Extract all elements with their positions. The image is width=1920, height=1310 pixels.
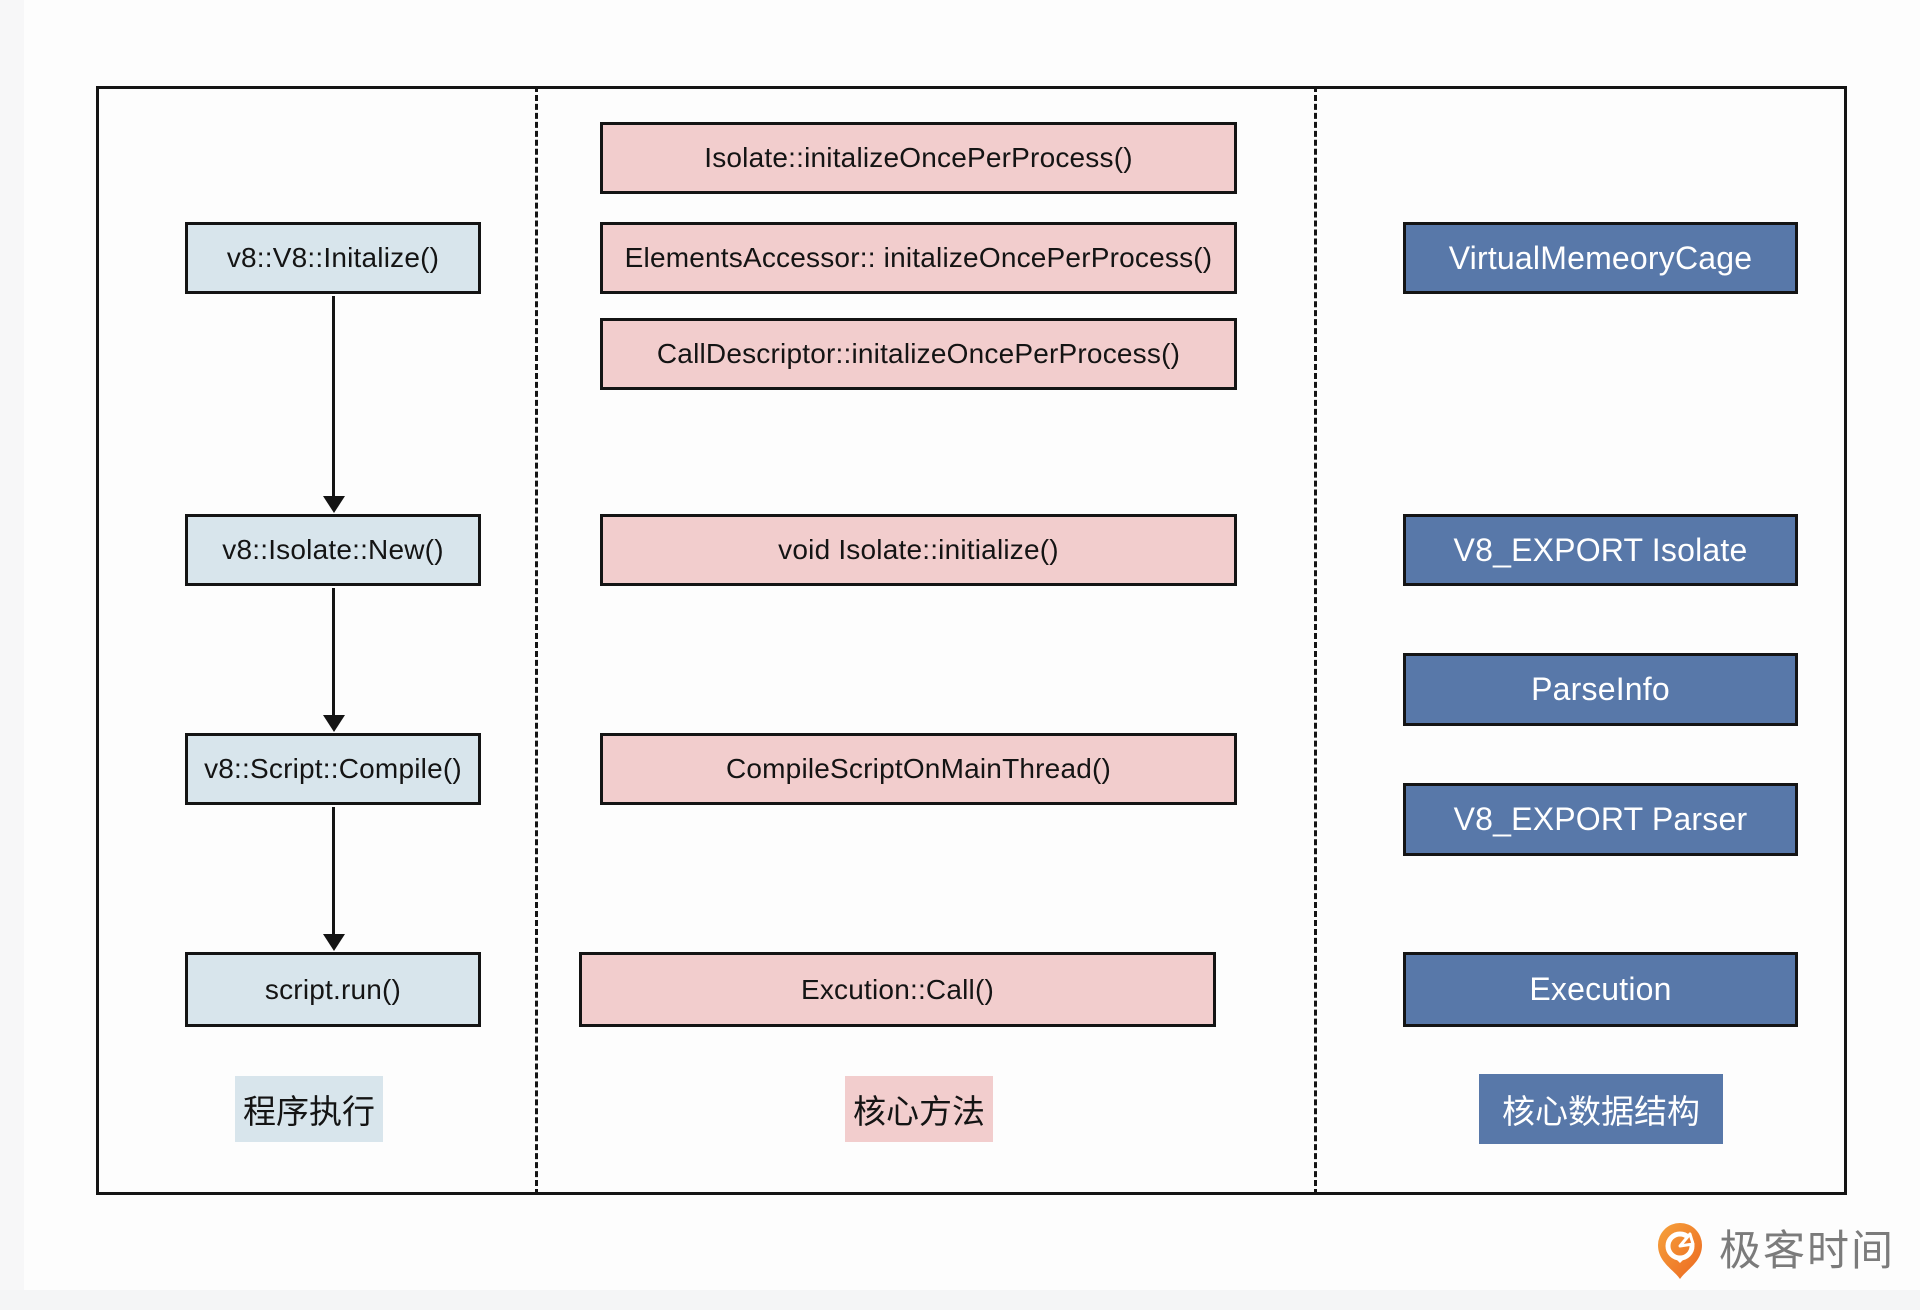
method-node-call-descriptor: CallDescriptor::initalizeOncePerProcess(… xyxy=(600,318,1237,390)
method-node-execution-call: Excution::Call() xyxy=(579,952,1216,1027)
column-label-program-execution: 程序执行 xyxy=(235,1076,383,1142)
data-node-virtual-memory-cage: VirtualMemeoryCage xyxy=(1403,222,1798,294)
flow-node-isolate-new: v8::Isolate::New() xyxy=(185,514,481,586)
flow-arrow-2 xyxy=(332,588,335,716)
flow-node-script-compile: v8::Script::Compile() xyxy=(185,733,481,805)
data-node-v8-export-isolate: V8_EXPORT Isolate xyxy=(1403,514,1798,586)
column-label-core-data-structures: 核心数据结构 xyxy=(1479,1074,1723,1144)
data-node-parse-info: ParseInfo xyxy=(1403,653,1798,726)
data-node-v8-export-parser: V8_EXPORT Parser xyxy=(1403,783,1798,856)
geektime-pin-logo-icon xyxy=(1655,1222,1705,1280)
brand-footer: 极客时间 xyxy=(1655,1222,1895,1280)
flow-node-script-run: script.run() xyxy=(185,952,481,1027)
method-node-elements-accessor: ElementsAccessor:: initalizeOncePerProce… xyxy=(600,222,1237,294)
column-divider-1 xyxy=(535,86,538,1195)
column-label-core-methods: 核心方法 xyxy=(845,1076,993,1142)
data-node-execution: Execution xyxy=(1403,952,1798,1027)
method-node-compile-script-main-thread: CompileScriptOnMainThread() xyxy=(600,733,1237,805)
method-node-isolate-initialize: void Isolate::initialize() xyxy=(600,514,1237,586)
flow-arrow-3 xyxy=(332,807,335,935)
flow-node-v8-initialize: v8::V8::Initalize() xyxy=(185,222,481,294)
page-bottom-margin xyxy=(0,1290,1920,1310)
method-node-isolate-initalize-once: Isolate::initalizeOncePerProcess() xyxy=(600,122,1237,194)
flow-arrow-1 xyxy=(332,296,335,497)
column-divider-2 xyxy=(1314,86,1317,1195)
page-left-margin xyxy=(0,0,24,1310)
brand-name: 极客时间 xyxy=(1719,1227,1896,1274)
